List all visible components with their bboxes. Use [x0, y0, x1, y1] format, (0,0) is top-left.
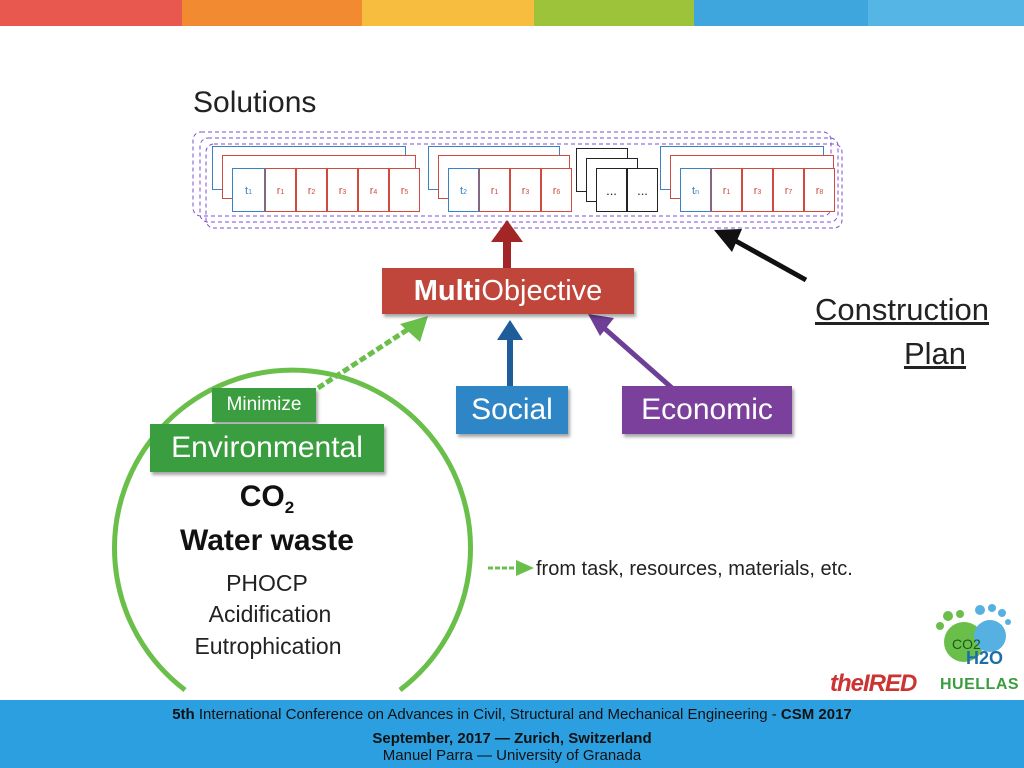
green-arrow-line	[316, 325, 412, 391]
environmental-circle	[112, 367, 473, 692]
footer-line2: September, 2017 — Zurich, Switzerland	[372, 730, 652, 747]
from-task-text: from task, resources, materials, etc.	[536, 558, 853, 580]
huellas-text: HUELLAS	[940, 676, 1020, 693]
construction-plan-label: Construction Plan	[798, 288, 1006, 376]
group1-task: t1	[232, 168, 265, 212]
group1-resource-3: r3	[327, 168, 358, 212]
multiobjective-bold: Multi	[413, 275, 482, 307]
group1-resource-1: r1	[265, 168, 296, 212]
footer-bar: 5th International Conference on Advances…	[0, 700, 1024, 768]
group4-resource-3: r7	[773, 168, 804, 212]
footer-line1: 5th International Conference on Advances…	[172, 706, 852, 723]
group4-resource-4: r8	[804, 168, 835, 212]
small-green-arrowhead	[516, 560, 534, 576]
top-stripe-5	[694, 0, 868, 26]
phocp-label: PHOCP	[226, 570, 308, 596]
construction-plan-line2: Plan	[903, 336, 967, 371]
top-stripe-6	[868, 0, 1024, 26]
black-arrowhead	[714, 229, 742, 252]
group2-resource-3: r6	[541, 168, 572, 212]
huellas-logo	[936, 604, 1011, 662]
environmental-box: Environmental	[150, 424, 384, 472]
water-waste-label: Water waste	[180, 524, 354, 557]
top-stripe-3	[362, 0, 534, 26]
group4-resource-1: r1	[711, 168, 742, 212]
group1-resource-5: r5	[389, 168, 420, 212]
acidification-label: Acidification	[208, 601, 332, 627]
minimize-box: Minimize	[212, 388, 316, 422]
group4-resource-2: r3	[742, 168, 773, 212]
group2-resource-2: r3	[510, 168, 541, 212]
black-arrow-line	[732, 237, 808, 283]
co2-label: CO2	[239, 480, 295, 517]
logo-h2o-text: H2O	[966, 648, 1004, 668]
ired-logo: theIRED	[830, 670, 917, 697]
group2-resource-1: r1	[479, 168, 510, 212]
multiobjective-rest: Objective	[481, 275, 603, 307]
solutions-title: Solutions	[193, 86, 317, 119]
group4-task: tn	[680, 168, 711, 212]
top-stripe-2	[182, 0, 362, 26]
eutrophication-label: Eutrophication	[194, 633, 342, 659]
top-stripe-4	[534, 0, 694, 26]
group3-resource-1: ...	[627, 168, 658, 212]
group3-task: ...	[596, 168, 627, 212]
footer-line3: Manuel Parra — University of Granada	[382, 747, 642, 764]
purple-arrowhead	[588, 314, 614, 336]
economic-box: Economic	[622, 386, 792, 434]
red-arrowhead	[491, 220, 523, 242]
top-stripe-1	[0, 0, 182, 26]
construction-plan-line1: Construction	[814, 292, 990, 327]
purple-arrow-line	[602, 326, 674, 390]
group1-resource-4: r4	[358, 168, 389, 212]
group1-resource-2: r2	[296, 168, 327, 212]
logo-co2-text: CO2	[952, 636, 981, 652]
social-box: Social	[456, 386, 568, 434]
green-arrowhead	[400, 316, 428, 342]
multiobjective-box: MultiObjective	[382, 268, 634, 314]
blue-arrowhead	[497, 320, 523, 340]
diagram-connectors	[112, 220, 808, 692]
group2-task: t2	[448, 168, 479, 212]
